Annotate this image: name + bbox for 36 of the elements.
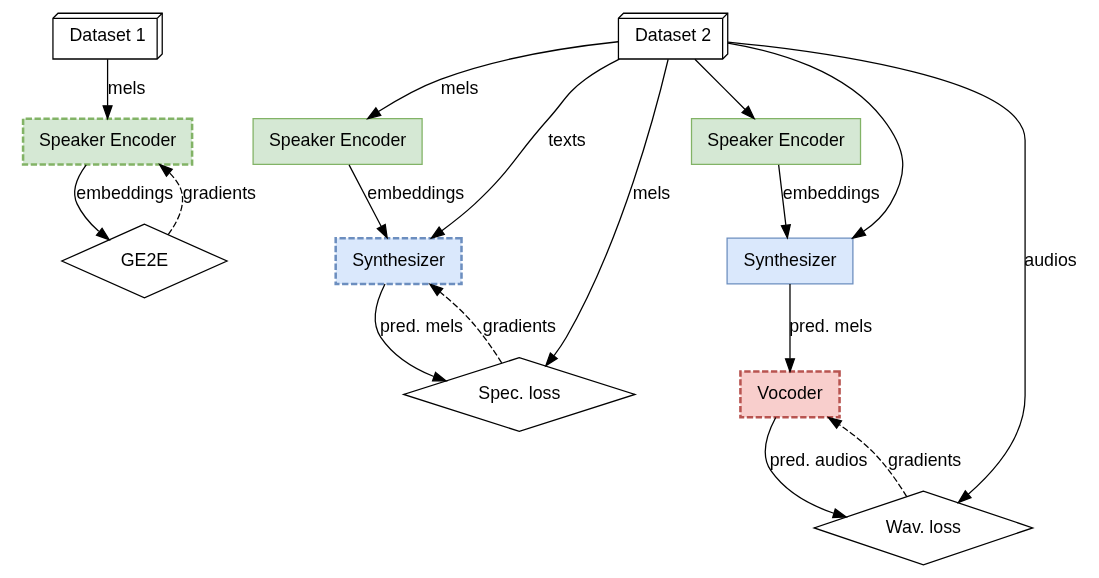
arrow (348, 164, 389, 240)
edge-label: mels (107, 77, 146, 98)
edge-label: texts (548, 130, 586, 151)
arrow (102, 58, 113, 121)
arrow (694, 58, 756, 120)
arrow (727, 41, 1026, 504)
node-box: Speaker Encoder (690, 118, 862, 166)
node-box: Speaker Encoder (252, 118, 423, 166)
edge-label: pred. audios (769, 449, 868, 470)
arrow (778, 164, 792, 240)
node-box: Synthesizer (726, 237, 854, 285)
arrow (764, 416, 848, 519)
arrow (784, 283, 796, 374)
arrow (366, 41, 619, 120)
edge-label: embeddings (76, 183, 174, 204)
node-diamond: GE2E (60, 223, 229, 299)
arrow (544, 58, 669, 368)
arrow (428, 282, 503, 364)
edge-label: pred. mels (379, 316, 463, 337)
arrow (158, 163, 184, 236)
arrow (429, 58, 620, 240)
edge-label: gradients (888, 449, 962, 470)
node-box: Speaker Encoder (21, 117, 194, 166)
edge-label: mels (440, 77, 479, 98)
arrow (74, 164, 111, 241)
node-box: Synthesizer (334, 236, 463, 286)
arrow (727, 42, 904, 240)
node-diamond: Spec. loss (401, 356, 638, 432)
edge-label: gradients (482, 316, 556, 337)
arrow (374, 283, 448, 382)
arrow (826, 416, 908, 498)
edge-label: gradients (182, 183, 256, 204)
edge-label: mels (632, 183, 671, 204)
edge-label: embeddings (782, 183, 880, 204)
node-box: Vocoder (739, 370, 841, 419)
edge-label: embeddings (367, 183, 465, 204)
